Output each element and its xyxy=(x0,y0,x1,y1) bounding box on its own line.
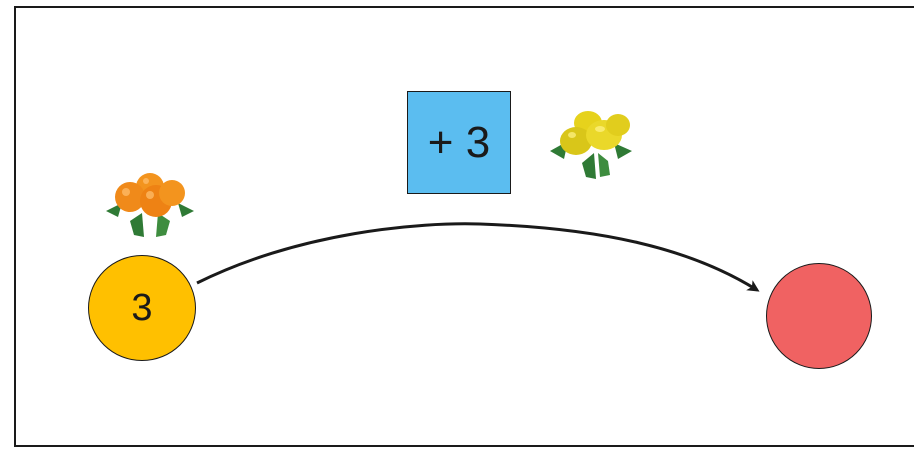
oranges-icon xyxy=(100,163,200,243)
start-number-circle: 3 xyxy=(88,255,196,361)
operation-box: + 3 xyxy=(407,91,511,194)
result-number-circle xyxy=(766,263,872,369)
lemons-icon xyxy=(548,103,638,191)
